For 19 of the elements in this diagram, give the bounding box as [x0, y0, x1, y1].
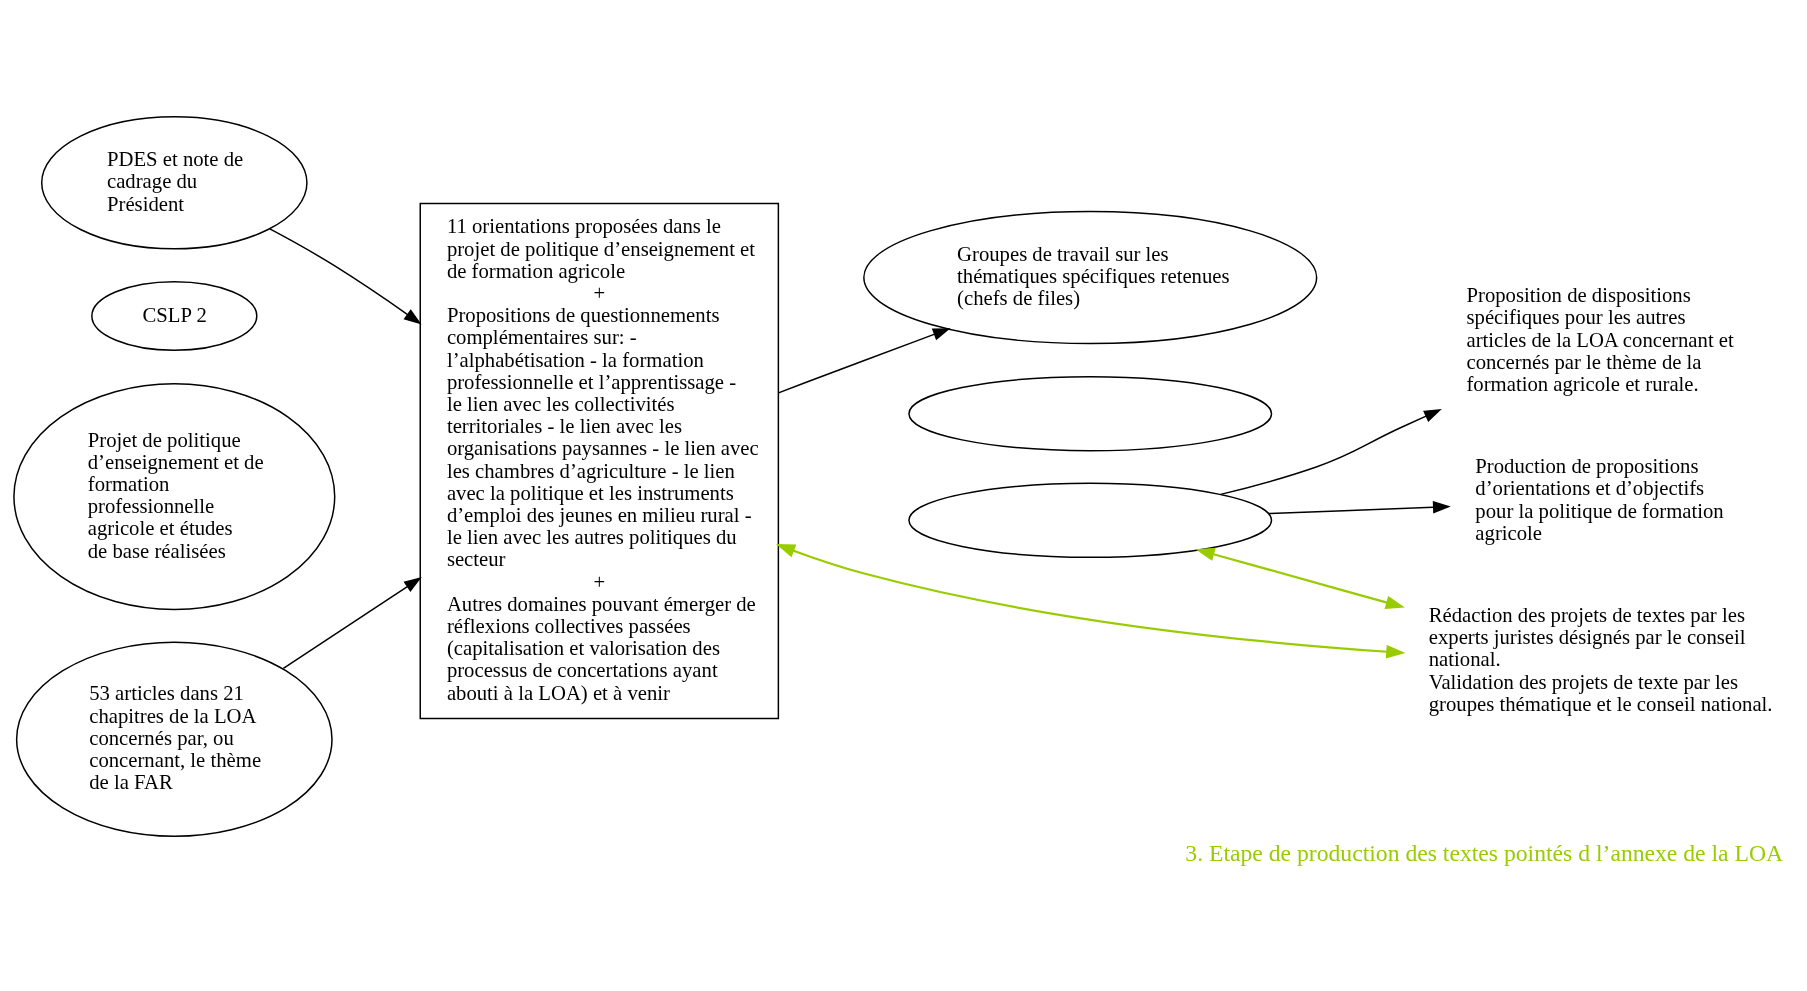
arrow [777, 327, 951, 394]
arrow [1195, 547, 1405, 609]
arrow [282, 576, 422, 669]
node-ellipse: Groupes de travail sur les thématiques spécifiques retenues (chefs de files) [863, 210, 1318, 344]
arrow [1219, 408, 1442, 495]
arrow [1268, 500, 1451, 514]
node-ellipse: 53 articles dans 21 chapitres de la LOA concernés par, ou concernant, le thème de la FAR [15, 641, 333, 837]
node-text: Production de propositions d’orientations et d’objectifs pour la politique de formation agricole [1475, 454, 1724, 544]
arrow [269, 227, 422, 325]
node-ellipse: Projet de politique d’enseignement et de formation professionnelle agricole et études de base réalisées [13, 382, 336, 610]
node-ellipse: CSLP 2 [91, 280, 258, 351]
node-box: 11 orientations proposées dans le projet de politique d’enseignement et de formation agricole + Propositions de questionnements complémentaires sur: - l’alphabétisation - la formation professionnelle et l’apprentissage - le lien avec les collectivités territoriales - le lien avec les organisations paysannes - le lien avec les chambres d’agriculture - le lien avec la politique et les instruments d’emploi des jeunes en milieu rural - le lien avec les autres politiques du secteur + Autres domaines pouvant émerger de réflexions collectives passées (capitalisation et valorisation des processus de concertations ayant abouti à la LOA) et à venir [419, 202, 780, 719]
node-text: Rédaction des projets de textes par les experts juristes désignés par le conseil national. Validation des projets de texte par les groupes thématique et le conseil national. [1428, 603, 1773, 715]
node-text: Proposition de dispositions spécifiques pour les autres articles de la LOA concernant et concernés par le thème de la formation agricole et rurale. [1466, 283, 1734, 395]
arrow [775, 543, 1406, 658]
node-ellipse [908, 375, 1273, 451]
node-ellipse: PDES et note de cadrage du Président [40, 115, 308, 250]
node-ellipse [908, 482, 1273, 558]
caption: 3. Etape de production des textes pointés d l’annexe de la LOA [1185, 839, 1784, 866]
